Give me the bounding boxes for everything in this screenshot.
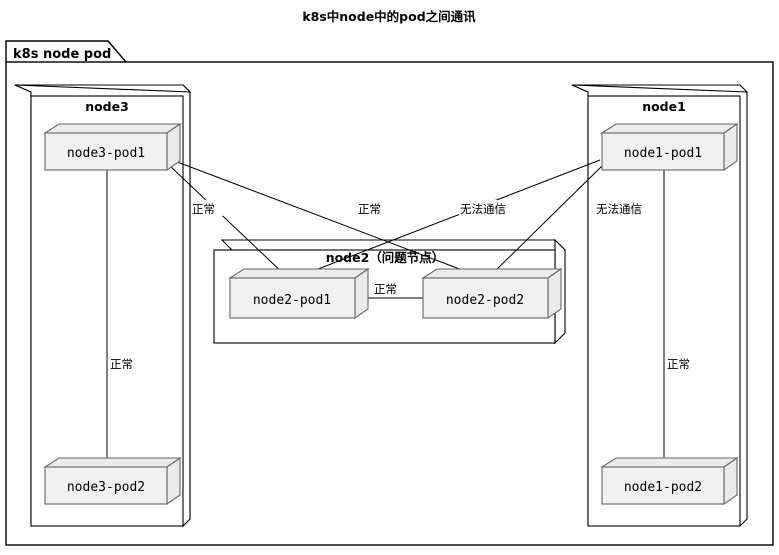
node3-pod1-label: node3-pod1 [67,146,145,161]
node2-pod2-front-face [422,277,549,319]
edge-node3pod1-node2pod2 [171,159,479,277]
page-title: k8s中node中的pod之间通讯 [302,9,476,24]
label-bg-node3pod1-node2pod2 [357,200,389,216]
pod-node3-pod2[interactable]: node3-pod2 [43,456,182,506]
node2-pod2-right-face [547,267,562,320]
label-bg-node3pod1-node2pod1 [191,200,223,216]
node2-pod1-label: node2-pod1 [253,293,331,308]
pod-node2-pod1[interactable]: node2-pod1 [228,267,370,320]
label-bg-node1-internal [666,355,698,371]
label-bg-node2-internal [373,280,405,296]
edge-label-node3-internal: 正常 [110,357,133,371]
node3-pod2-top-face [43,457,182,468]
node3-pod2-front-face [44,466,168,505]
connectors [106,159,665,467]
node2-pod1-top-face [228,268,370,279]
edge-label-node3pod1-node2pod1: 正常 [192,202,215,216]
edge-labels: 正常 正常 正常 正常 正常 无法通信 无法通信 [109,200,698,371]
node3-pod1-front-face [44,132,168,171]
edge-label-node1pod1-node2pod1: 无法通信 [460,202,506,216]
edge-label-node1pod1-node2pod2: 无法通信 [596,202,642,216]
node3-title: node3 [85,99,129,114]
pod-node1-pod2[interactable]: node1-pod2 [600,456,739,506]
node2-pod1-front-face [229,277,356,319]
node3-pod1-top-face [43,123,182,134]
node3-pod2-label: node3-pod2 [67,480,145,495]
label-bg-node1pod1-node2pod2 [595,200,651,216]
node1-pod1-front-face [601,132,725,171]
edge-label-node2-internal: 正常 [374,282,397,296]
node2-pod2-label: node2-pod2 [446,293,524,308]
node1-pod1-label: node1-pod1 [624,146,702,161]
node1-title: node1 [642,99,686,114]
pod-node3-pod1[interactable]: node3-pod1 [43,122,182,172]
pod-node1-pod1[interactable]: node1-pod1 [600,122,739,172]
node1-pod1-top-face [600,123,739,134]
node2-title: node2（问题节点） [326,250,445,265]
node1-pod2-top-face [600,457,739,468]
node1-pod2-front-face [601,466,725,505]
pod-node2-pod2[interactable]: node2-pod2 [421,267,563,320]
edge-label-node1-internal: 正常 [667,357,690,371]
node1-pod2-label: node1-pod2 [624,480,702,495]
edge-node3pod1-node2pod1 [169,165,287,277]
node2-top-face [220,239,567,251]
node2-pod1-right-face [354,267,369,320]
label-bg-node1pod1-node2pod1 [459,200,515,216]
node2-pod2-top-face [421,268,563,279]
edge-node1pod1-node2pod2 [489,165,603,277]
label-bg-node3-internal [109,355,141,371]
edge-label-node3pod1-node2pod2: 正常 [358,202,381,216]
package-label: k8s node pod [13,47,111,62]
edge-node1pod1-node2pod1 [299,159,601,277]
